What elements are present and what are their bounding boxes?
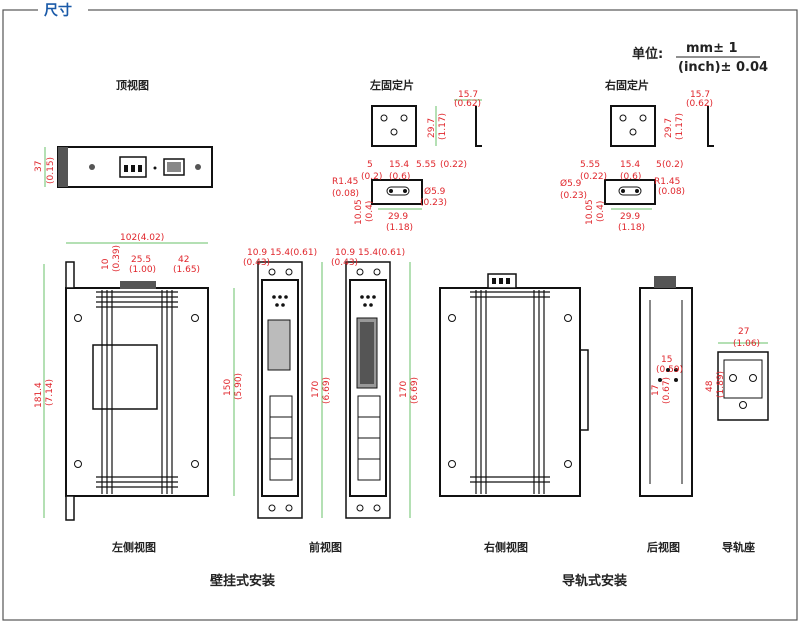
dim-lb-154: 15.4 [389,160,409,170]
label-rail-seat: 导轨座 [722,540,755,554]
dim-rb-r: R1.45 [654,177,680,187]
dim-rv-17-in: (0.67) [662,377,672,404]
dim-lb-d-in: (0.23) [420,198,447,208]
left-bracket-drawing [371,105,482,205]
dim-fv1-109-in: (0.43) [243,258,270,268]
dim-rb-154-in: (0.6) [620,172,641,182]
dim-rs-48: 48 [705,380,715,392]
dim-fv2-154: 15.4(0.61) [358,248,405,258]
dim-fv1-154: 15.4(0.61) [270,248,317,258]
dim-lb-w: 15.7 [458,90,478,100]
dim-ls-150-in: (5.90) [234,373,244,400]
dim-rs-48-in: (1.89) [716,371,726,398]
dim-rb-555-in: (0.22) [580,172,607,182]
label-right-side: 右侧视图 [483,540,528,554]
frame-border [2,9,798,621]
dim-ls-255-in: (1.00) [129,265,156,275]
label-left-side: 左侧视图 [111,540,156,554]
dim-rb-r-in: (0.08) [658,187,685,197]
dim-rb-h: 29.7 [664,118,674,138]
dim-lb-5: 5 [367,160,373,170]
section-wall-mount: 壁挂式安装 [210,573,275,589]
dim-rb-555: 5.55 [580,160,600,170]
right-side-drawing [439,273,589,497]
dim-rb-w-in: (0.62) [686,99,713,109]
dim-fv1-109: 10.9 [247,248,267,258]
dim-fv2-109: 10.9 [335,248,355,258]
label-left-bracket: 左固定片 [369,78,414,92]
dim-ls-42: 42 [178,255,189,265]
section-rail-mount: 导轨式安装 [562,573,627,589]
dim-fv2-109-in: (0.43) [331,258,358,268]
dim-ls-1814: 181.4 [34,382,44,408]
dim-lb-555: 5.55 [416,160,436,170]
dim-ls-10: 10 [101,258,111,270]
dim-rb-5-in: (0.2) [662,160,683,170]
dim-fv2-170-in: (6.69) [410,377,420,404]
dim-top-h: 37 [34,161,44,172]
dim-lb-h-in: (1.17) [438,113,448,140]
dim-lb-r-in: (0.08) [332,189,359,199]
unit-label: 单位: [632,46,663,62]
dim-rb-d: Ø5.9 [560,178,582,189]
dim-lb-299-in: (1.18) [386,223,413,233]
dim-fv2-170: 170 [399,381,409,398]
dim-ls-10-in: (0.39) [112,245,122,272]
dim-lb-299: 29.9 [388,212,408,222]
left-side-drawing [65,261,209,521]
label-front: 前视图 [309,540,342,554]
dim-rb-1005-in: (0.4) [596,201,606,222]
dim-ls-102: 102(4.02) [120,233,164,243]
dim-rb-d-in: (0.23) [560,191,587,201]
dim-fv1-170: 170 [311,381,321,398]
dim-fv1-170-in: (6.69) [322,377,332,404]
dim-lb-r: R1.45 [332,177,358,187]
dim-rv-15-in: (0.59) [656,365,683,375]
dim-rb-h-in: (1.17) [675,113,685,140]
dim-ls-42-in: (1.65) [173,265,200,275]
dim-rv-15: 15 [661,355,672,365]
right-bracket-drawing [604,105,714,205]
dim-lb-w-in: (0.62) [454,99,481,109]
dim-lb-555-in: (0.22) [440,160,467,170]
dim-rs-27-in: (1.06) [733,339,760,349]
rail-seat-drawing [717,351,769,421]
dim-lb-d: Ø5.9 [424,186,446,197]
dim-rb-1005: 10.05 [585,199,595,225]
dim-ls-255: 25.5 [131,255,151,265]
dim-top-h-in: (0.15) [46,157,56,184]
section-title: 尺寸 [44,2,72,19]
dim-ls-150: 150 [223,379,233,396]
dim-lb-154-in: (0.6) [389,172,410,182]
dim-rb-5: 5 [656,160,662,170]
dim-rv-17: 17 [651,385,661,396]
unit-top: mm± 1 [686,41,738,56]
dim-lb-h: 29.7 [427,118,437,138]
dim-rb-w: 15.7 [690,90,710,100]
dim-lb-1005-in: (0.4) [365,201,375,222]
dim-ls-1814-in: (7.14) [45,379,55,406]
dim-rb-154: 15.4 [620,160,640,170]
front-view-1-drawing [257,261,303,519]
dim-rb-299-in: (1.18) [618,223,645,233]
rear-view-drawing [639,276,693,497]
unit-bottom: (inch)± 0.04 [678,60,768,75]
dim-lb-5-in: (0.2) [361,172,382,182]
dim-rs-27: 27 [738,327,749,337]
dim-rb-299: 29.9 [620,212,640,222]
label-top-view: 顶视图 [116,78,149,92]
front-view-2-drawing [345,261,391,519]
label-right-bracket: 右固定片 [604,78,649,92]
dim-lb-1005: 10.05 [354,199,364,225]
top-view-drawing [57,146,213,188]
label-rear: 后视图 [647,540,680,554]
